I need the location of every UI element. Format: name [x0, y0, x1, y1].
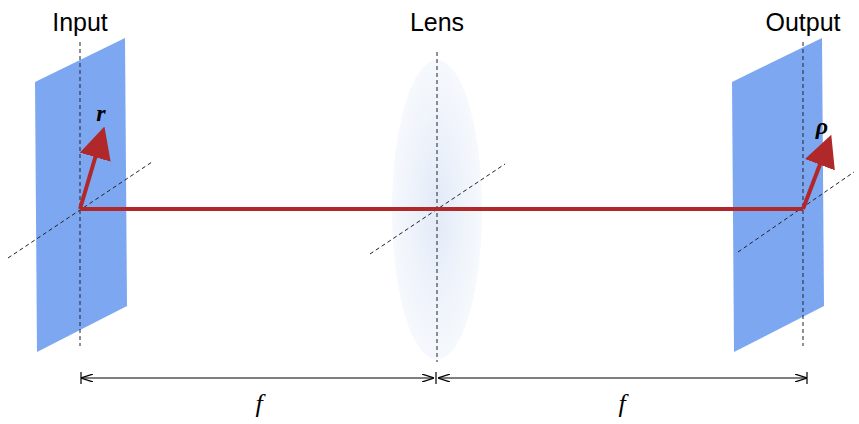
- r-vector: [80, 138, 101, 209]
- focal-length-label: f: [618, 391, 625, 417]
- plane-title: Output: [765, 10, 840, 35]
- dimension-ticks: [81, 372, 807, 384]
- dimension-arrow: [82, 377, 433, 378]
- vector-label: ρ: [816, 114, 828, 138]
- dimension-arrow: [439, 377, 806, 378]
- guide-lines: [8, 42, 854, 362]
- focal-length-label: f: [255, 391, 262, 417]
- optical-axis: [80, 207, 803, 211]
- rho-vector: [803, 146, 827, 209]
- input-plane: [35, 38, 127, 352]
- vector-label: r: [96, 101, 105, 125]
- plane-title: Input: [52, 10, 108, 35]
- lens-title: Lens: [410, 10, 464, 35]
